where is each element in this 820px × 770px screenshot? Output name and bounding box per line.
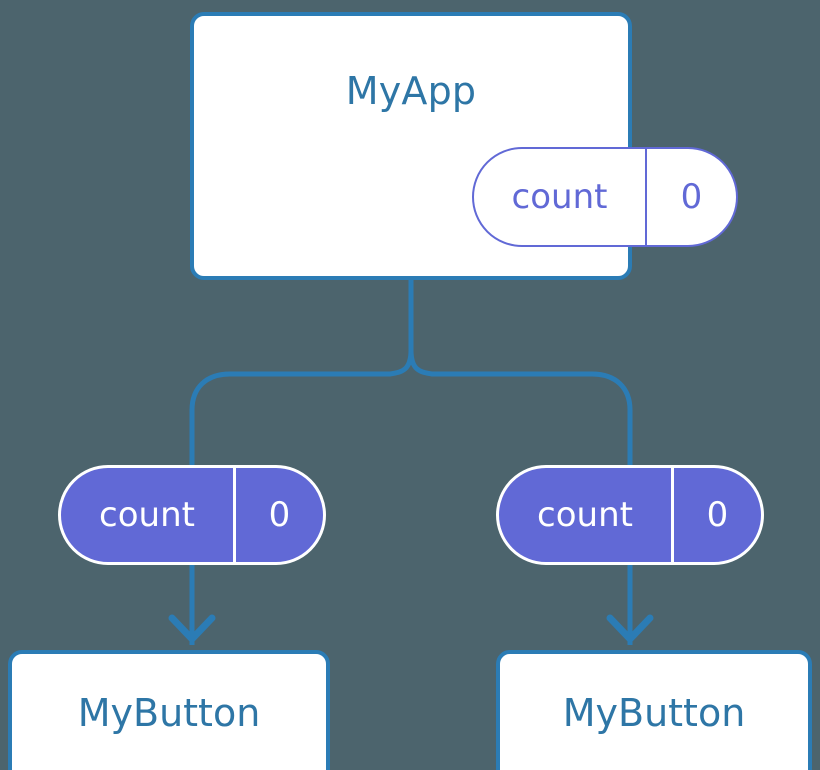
state-key-branch-left: count [61, 468, 236, 562]
component-box-mybutton-right[interactable]: MyButton [496, 650, 812, 770]
state-value-branch-right: 0 [706, 495, 729, 535]
state-pill-branch-left[interactable]: count 0 [58, 465, 326, 565]
component-box-mybutton-left[interactable]: MyButton [8, 650, 330, 770]
arrow-head-left [168, 614, 216, 643]
component-title-myapp: MyApp [345, 69, 477, 113]
branch-connector-left [189, 349, 414, 466]
component-box-myapp[interactable]: MyApp count 0 [190, 12, 738, 280]
state-pill-branch-right[interactable]: count 0 [496, 465, 764, 565]
state-value-root: 0 [680, 177, 703, 217]
arrow-head-right [606, 614, 654, 643]
state-key-branch-right: count [499, 468, 674, 562]
branch-connector-right [408, 349, 633, 466]
state-key-root: count [474, 149, 647, 245]
state-pill-root[interactable]: count 0 [472, 147, 738, 247]
component-title-mybutton-left: MyButton [77, 691, 261, 735]
component-title-mybutton-right: MyButton [562, 691, 746, 735]
state-value-branch-left: 0 [268, 495, 291, 535]
